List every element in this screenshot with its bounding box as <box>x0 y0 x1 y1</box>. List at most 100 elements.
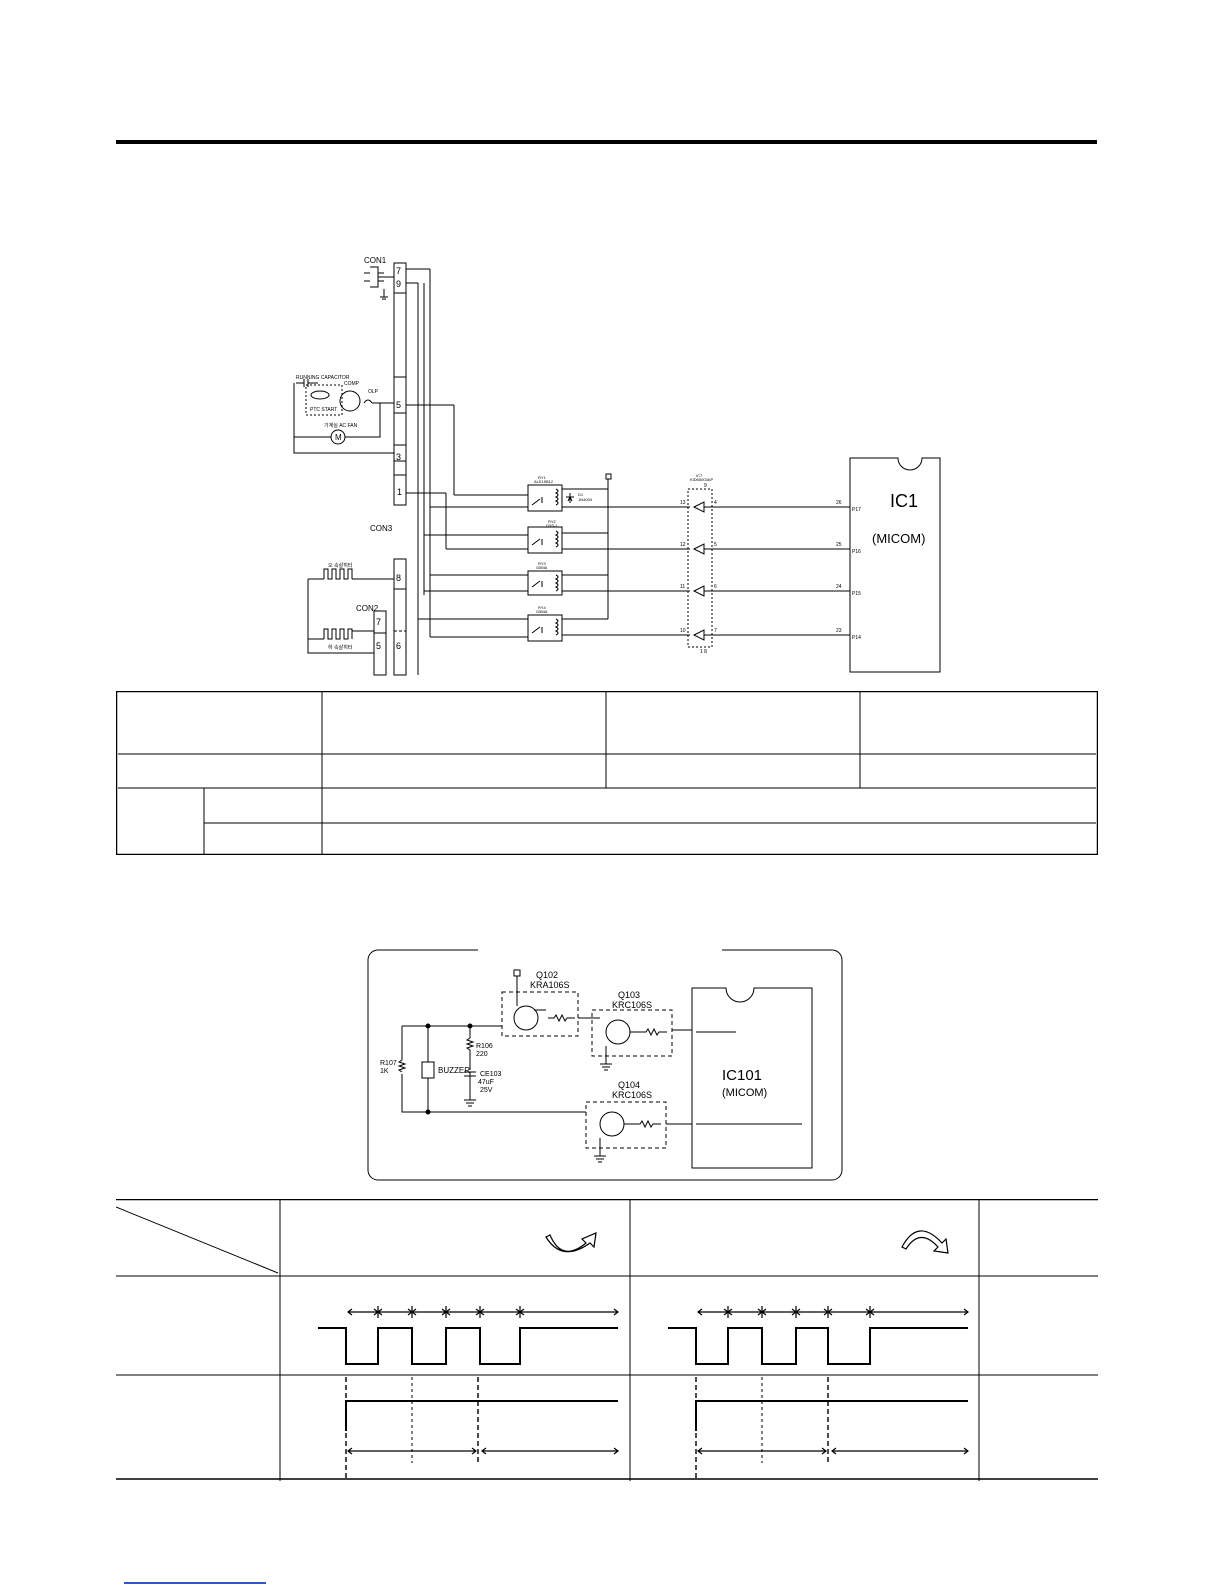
driver-in-6: 6 <box>714 584 717 590</box>
driver-ic <box>687 488 713 648</box>
driver-in-4: 4 <box>714 500 717 506</box>
pin-8-label: 8 <box>396 573 401 583</box>
q103-part: KRC106S <box>612 1000 652 1010</box>
diode-label: D1 <box>578 492 584 497</box>
q103-transistor-icon <box>605 1019 631 1045</box>
ce103-capacitor <box>464 1071 476 1107</box>
pin-9-label: 9 <box>396 279 401 289</box>
pin-7-label: 7 <box>396 266 401 276</box>
heater-lower-icon <box>323 628 353 640</box>
spec-table-border <box>116 691 1098 855</box>
r106-value: 220 <box>476 1051 488 1058</box>
olp-icon <box>363 399 373 404</box>
ry4-part: G5MA <box>536 609 548 614</box>
ry4-label: RY4 <box>538 605 546 610</box>
header-diagonal <box>116 1206 279 1274</box>
vcc-symbol <box>513 969 521 977</box>
con2-pin-7-label: 7 <box>376 617 381 627</box>
con3-label: CON3 <box>370 524 393 533</box>
con1-plug-icon <box>364 266 394 300</box>
diode-icon <box>566 493 574 503</box>
driver-out-13: 13 <box>680 500 686 506</box>
ce103-label: CE103 <box>480 1071 502 1078</box>
relay-ry3 <box>527 570 563 596</box>
buzzer-drive-schematic: Q102 KRA106S Q103 KRC106S Q104 KRC106S R… <box>367 949 843 1181</box>
buffer-icon-2 <box>692 543 712 555</box>
spec-table <box>116 691 1098 855</box>
waveform-left-arrows <box>347 1306 619 1318</box>
ry2-part: G5S-1 <box>546 523 558 528</box>
ry3-label: RY3 <box>538 561 546 566</box>
micom-pin-23: 23 <box>836 628 842 634</box>
pin-6-label: 6 <box>396 641 401 651</box>
q102-transistor-icon <box>513 1005 539 1031</box>
fan-motor-letter: M <box>335 433 342 442</box>
driver-vcc-pin: 9 <box>704 483 707 489</box>
buzzer-frame <box>367 949 843 1181</box>
ic101-subtitle: (MICOM) <box>722 1087 767 1099</box>
driver-in-5: 5 <box>714 542 717 548</box>
micom-port-p16: P16 <box>852 549 861 555</box>
ptc-start-label: PTC START <box>310 407 337 413</box>
waveform-left-pulse <box>318 1327 618 1365</box>
q104-part: KRC106S <box>612 1090 652 1100</box>
relay-drive-schematic: CON1 7 9 5 3 1 CON3 8 6 7 5 CON2 RUNNING… <box>293 256 941 676</box>
driver-out-12: 12 <box>680 542 686 548</box>
heater-upper-label: 오 속살히터 <box>328 562 352 569</box>
con1-label: CON1 <box>364 256 387 265</box>
q103-label: Q103 <box>618 990 640 1000</box>
driver-out-10: 10 <box>680 628 686 634</box>
relay-ry2 <box>527 526 563 554</box>
buffer-icon-3 <box>692 585 712 597</box>
r107-value: 1K <box>380 1068 389 1075</box>
micom-pin-24: 24 <box>836 584 842 590</box>
ry1-label: RY1 <box>538 475 546 480</box>
pin-3-label: 3 <box>396 452 401 462</box>
ptc-start-box <box>305 384 343 416</box>
timing-table <box>116 1199 1098 1481</box>
con2-label: CON2 <box>356 604 379 613</box>
pin-5-label: 5 <box>396 400 401 410</box>
rotate-down-icon <box>901 1230 949 1254</box>
micom-pin-25: 25 <box>836 542 842 548</box>
buffer-icon-4 <box>692 629 712 641</box>
buzzer-icon <box>421 1061 435 1079</box>
buffer-icon-1 <box>692 501 712 513</box>
vcc-symbol <box>605 473 612 480</box>
waveform-left-output <box>345 1377 619 1479</box>
micom-ic-body <box>849 457 941 673</box>
con2-pin-5-label: 5 <box>376 641 381 651</box>
ce103-voltage: 25V <box>480 1087 493 1094</box>
rotate-cw-up-icon <box>545 1232 597 1253</box>
r107-resistor <box>397 1059 407 1073</box>
olp-label: OLP <box>368 389 379 395</box>
con2-block <box>373 610 387 676</box>
waveform-right-pulse <box>668 1327 968 1365</box>
ce103-capacitance: 47uF <box>478 1079 494 1086</box>
waveform-right-output <box>695 1377 969 1479</box>
ic101-name: IC101 <box>722 1067 762 1084</box>
ry3-part: G5MA <box>536 565 548 570</box>
micom-port-p14: P14 <box>852 635 861 641</box>
driver-part: KID65003AP <box>690 477 713 482</box>
r106-label: R106 <box>476 1043 493 1050</box>
q104-box <box>585 1101 667 1149</box>
pin-1-label: 1 <box>397 487 402 497</box>
r107-label: R107 <box>380 1060 397 1067</box>
footer-link-underline[interactable] <box>124 1582 266 1584</box>
micom-pin-26: 26 <box>836 500 842 506</box>
micom-name: IC1 <box>890 491 918 511</box>
q104-label: Q104 <box>618 1080 640 1090</box>
relay-ry1 <box>527 484 563 512</box>
compressor-icon <box>339 390 361 412</box>
comp-label: COMP <box>344 381 360 387</box>
relay-ry4 <box>527 614 563 642</box>
heater-upper-icon <box>323 568 353 580</box>
buzzer-label: BUZZER <box>438 1066 470 1075</box>
heater-lower-label: 하 속살히터 <box>328 644 352 651</box>
q104-transistor-icon <box>599 1111 625 1137</box>
q103-box <box>591 1009 673 1057</box>
driver-name: IC7 <box>696 473 703 478</box>
q102-label: Q102 <box>536 970 558 980</box>
ic101-body <box>691 987 813 1169</box>
